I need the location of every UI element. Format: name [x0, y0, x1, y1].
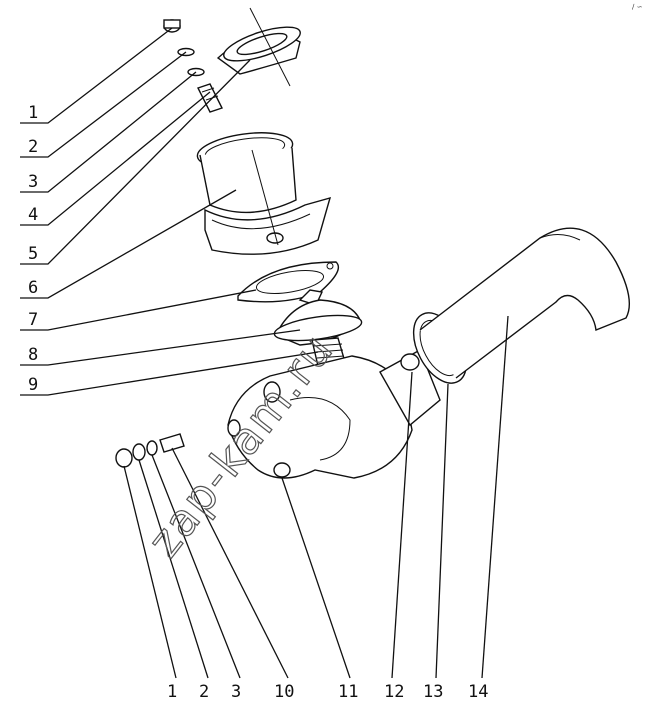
top-nut [163, 19, 181, 33]
corner-mark: ∕ ∽ [632, 3, 643, 11]
callout-label: 3 [28, 172, 38, 192]
callout-label: 8 [28, 345, 38, 365]
thermostat [273, 289, 363, 367]
gasket [237, 261, 340, 303]
callout-label: 10 [274, 682, 294, 702]
parts-drawing [115, 7, 630, 479]
callout-label: 1 [167, 682, 177, 702]
callout-label: 7 [28, 310, 38, 330]
callout-label: 5 [28, 244, 38, 264]
callout-label: 12 [384, 682, 404, 702]
bottom-small-parts [115, 433, 185, 468]
callout-label: 11 [338, 682, 358, 702]
curved-hose [419, 227, 630, 379]
callout-label: 4 [28, 205, 38, 225]
callout-label: 9 [28, 375, 38, 395]
valve-body [227, 349, 441, 479]
top-stud [197, 83, 223, 113]
callout-label: 1 [28, 103, 38, 123]
callout-label: 3 [231, 682, 241, 702]
callout-label: 2 [28, 137, 38, 157]
callout-label: 2 [199, 682, 209, 702]
callout-label: 13 [423, 682, 443, 702]
bottom-callouts: 1 2 3 10 11 12 13 14 [123, 315, 509, 702]
left-callouts: 1 2 3 4 5 6 7 8 9 [20, 27, 319, 396]
top-flange [216, 26, 301, 75]
housing-cover [196, 132, 332, 255]
callout-label: 6 [28, 278, 38, 298]
callout-label: 14 [468, 682, 488, 702]
